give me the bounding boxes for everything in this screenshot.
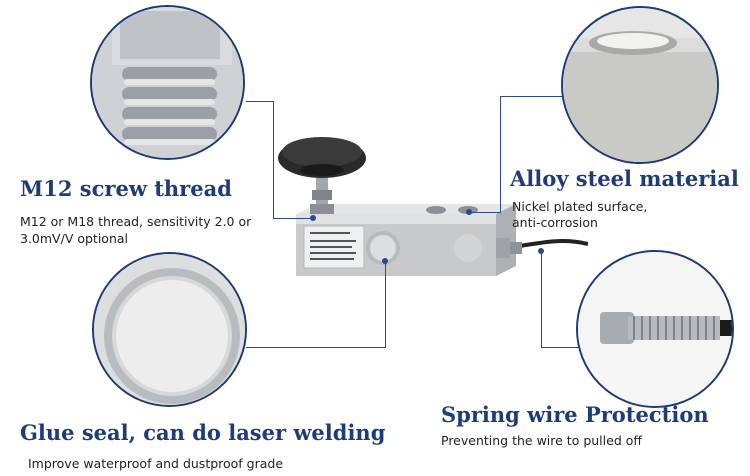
alloy-callout-line (500, 96, 501, 213)
spring-wire-desc-line1: Preventing the wire to pulled off (441, 433, 642, 448)
spring-callout-dot (538, 248, 544, 254)
alloy-callout-line (500, 96, 562, 97)
seal-callout-line (246, 347, 386, 348)
alloy-steel-detail-image (561, 6, 719, 164)
spring-wire-title: Spring wire Protection (441, 402, 709, 427)
screw-callout-dot (310, 215, 316, 221)
spring-callout-line (541, 347, 579, 348)
alloy-steel-desc-line2: anti-corrosion (512, 215, 598, 230)
glue-seal-desc-line1: Improve waterproof and dustproof grade (28, 456, 284, 471)
spring-wire-detail-image (576, 250, 734, 408)
alloy-callout-dot (466, 209, 472, 215)
glue-seal-title: Glue seal, can do laser welding (20, 420, 386, 445)
alloy-steel-desc-line1: Nickel plated surface, (512, 199, 648, 214)
screw-callout-line (273, 101, 274, 219)
glue-seal-detail-image (92, 252, 247, 407)
screw-thread-desc-line1: M12 or M18 thread, sensitivity 2.0 or (20, 214, 252, 229)
screw-callout-line (246, 101, 274, 102)
screw-callout-line (273, 218, 313, 219)
screw-thread-detail-image (90, 5, 245, 160)
seal-callout-dot (382, 258, 388, 264)
screw-thread-title: M12 screw thread (20, 176, 232, 201)
spring-callout-line (541, 252, 542, 348)
alloy-steel-title: Alloy steel material (510, 166, 739, 191)
load-cell-product-image (258, 130, 589, 300)
seal-callout-line (385, 262, 386, 348)
screw-thread-desc-line2: 3.0mV/V optional (20, 231, 129, 246)
alloy-callout-line (470, 212, 501, 213)
